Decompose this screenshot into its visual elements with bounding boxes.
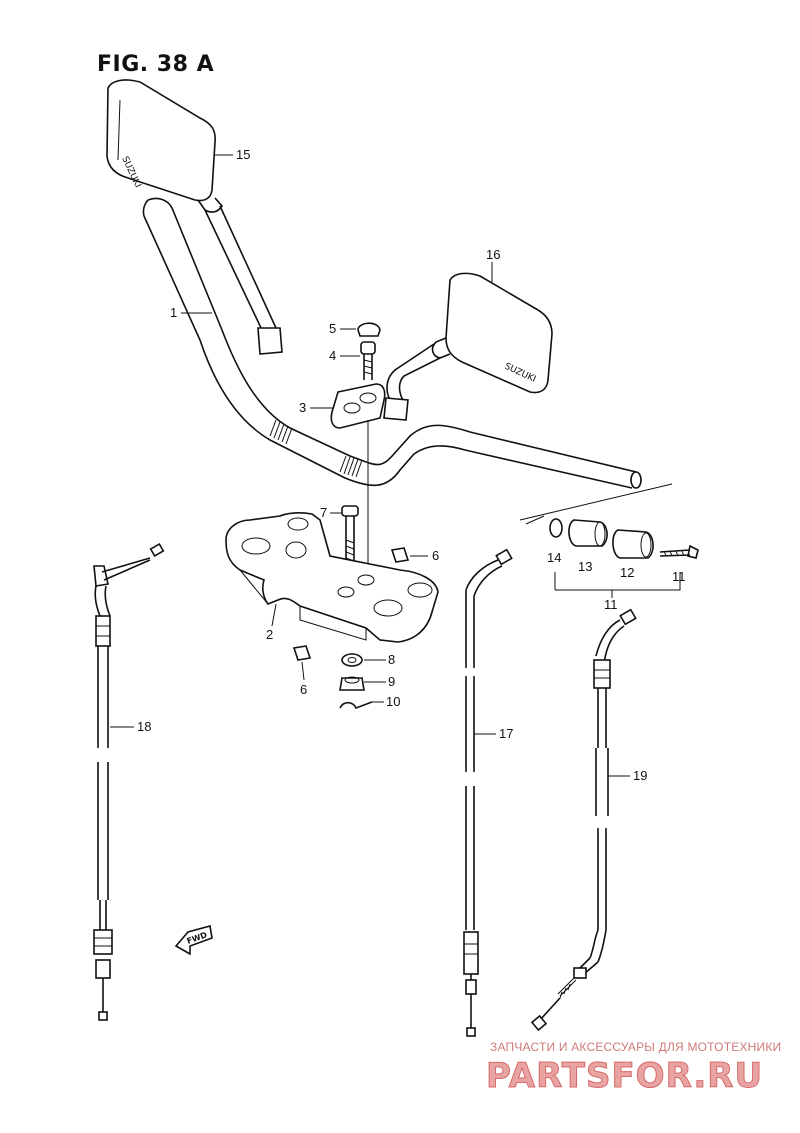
- cable-19: [93, 542, 165, 1021]
- callout-2: 2: [266, 627, 274, 642]
- callout-10: 10: [386, 694, 401, 709]
- holder-upper: [330, 383, 386, 429]
- callout-9: 9: [388, 674, 396, 689]
- handlebar-bracket: [225, 511, 439, 643]
- weight-13: [612, 529, 654, 559]
- callout-17: 16: [486, 247, 501, 262]
- callout-7: 7: [320, 505, 328, 520]
- washer-8: [341, 653, 363, 667]
- holder-cap: [357, 322, 381, 337]
- callout-5: 5: [329, 321, 337, 336]
- fwd-arrow-icon: FWD: [174, 924, 213, 956]
- callout-14: 13: [578, 559, 593, 574]
- callout-12: 11: [672, 569, 686, 584]
- handlebar: [142, 197, 642, 489]
- weight-14: [568, 519, 608, 547]
- callout-16: 15: [236, 147, 251, 162]
- callout-6-upper: 6: [432, 548, 440, 563]
- callout-1: 1: [170, 305, 178, 320]
- cable-18: [463, 548, 513, 1037]
- callout-18: 17: [499, 726, 514, 741]
- clip-10: [339, 701, 373, 710]
- callout-11: 11: [604, 597, 618, 612]
- callout-6-lower: 6: [300, 682, 308, 697]
- callout-4: 4: [329, 348, 337, 363]
- cushion-6-upper: [390, 547, 410, 563]
- cable-20: [530, 608, 637, 1032]
- right-mirror: SUZUKI: [383, 272, 553, 421]
- callout-19: 18: [137, 719, 152, 734]
- holder-bolt: [360, 341, 376, 380]
- leader-lines: [110, 154, 630, 777]
- balancer-group: [519, 483, 699, 598]
- callout-20: 19: [633, 768, 648, 783]
- watermark-subtitle: ЗАПЧАСТИ И АКСЕССУАРЫ ДЛЯ МОТОТЕХНИКИ: [490, 1040, 782, 1054]
- cushion-6-lower: [292, 645, 312, 661]
- callout-3: 3: [299, 400, 307, 415]
- nut-9: [339, 676, 365, 691]
- watermark-logo: PARTSFOR.RU: [485, 1056, 764, 1097]
- callout-8: 8: [388, 652, 396, 667]
- screw-12-head: [687, 544, 699, 559]
- washer-15: [549, 518, 563, 538]
- figure-title: FIG. 38 A: [97, 52, 215, 77]
- callout-15: 14: [547, 550, 562, 565]
- callout-13: 12: [620, 565, 635, 580]
